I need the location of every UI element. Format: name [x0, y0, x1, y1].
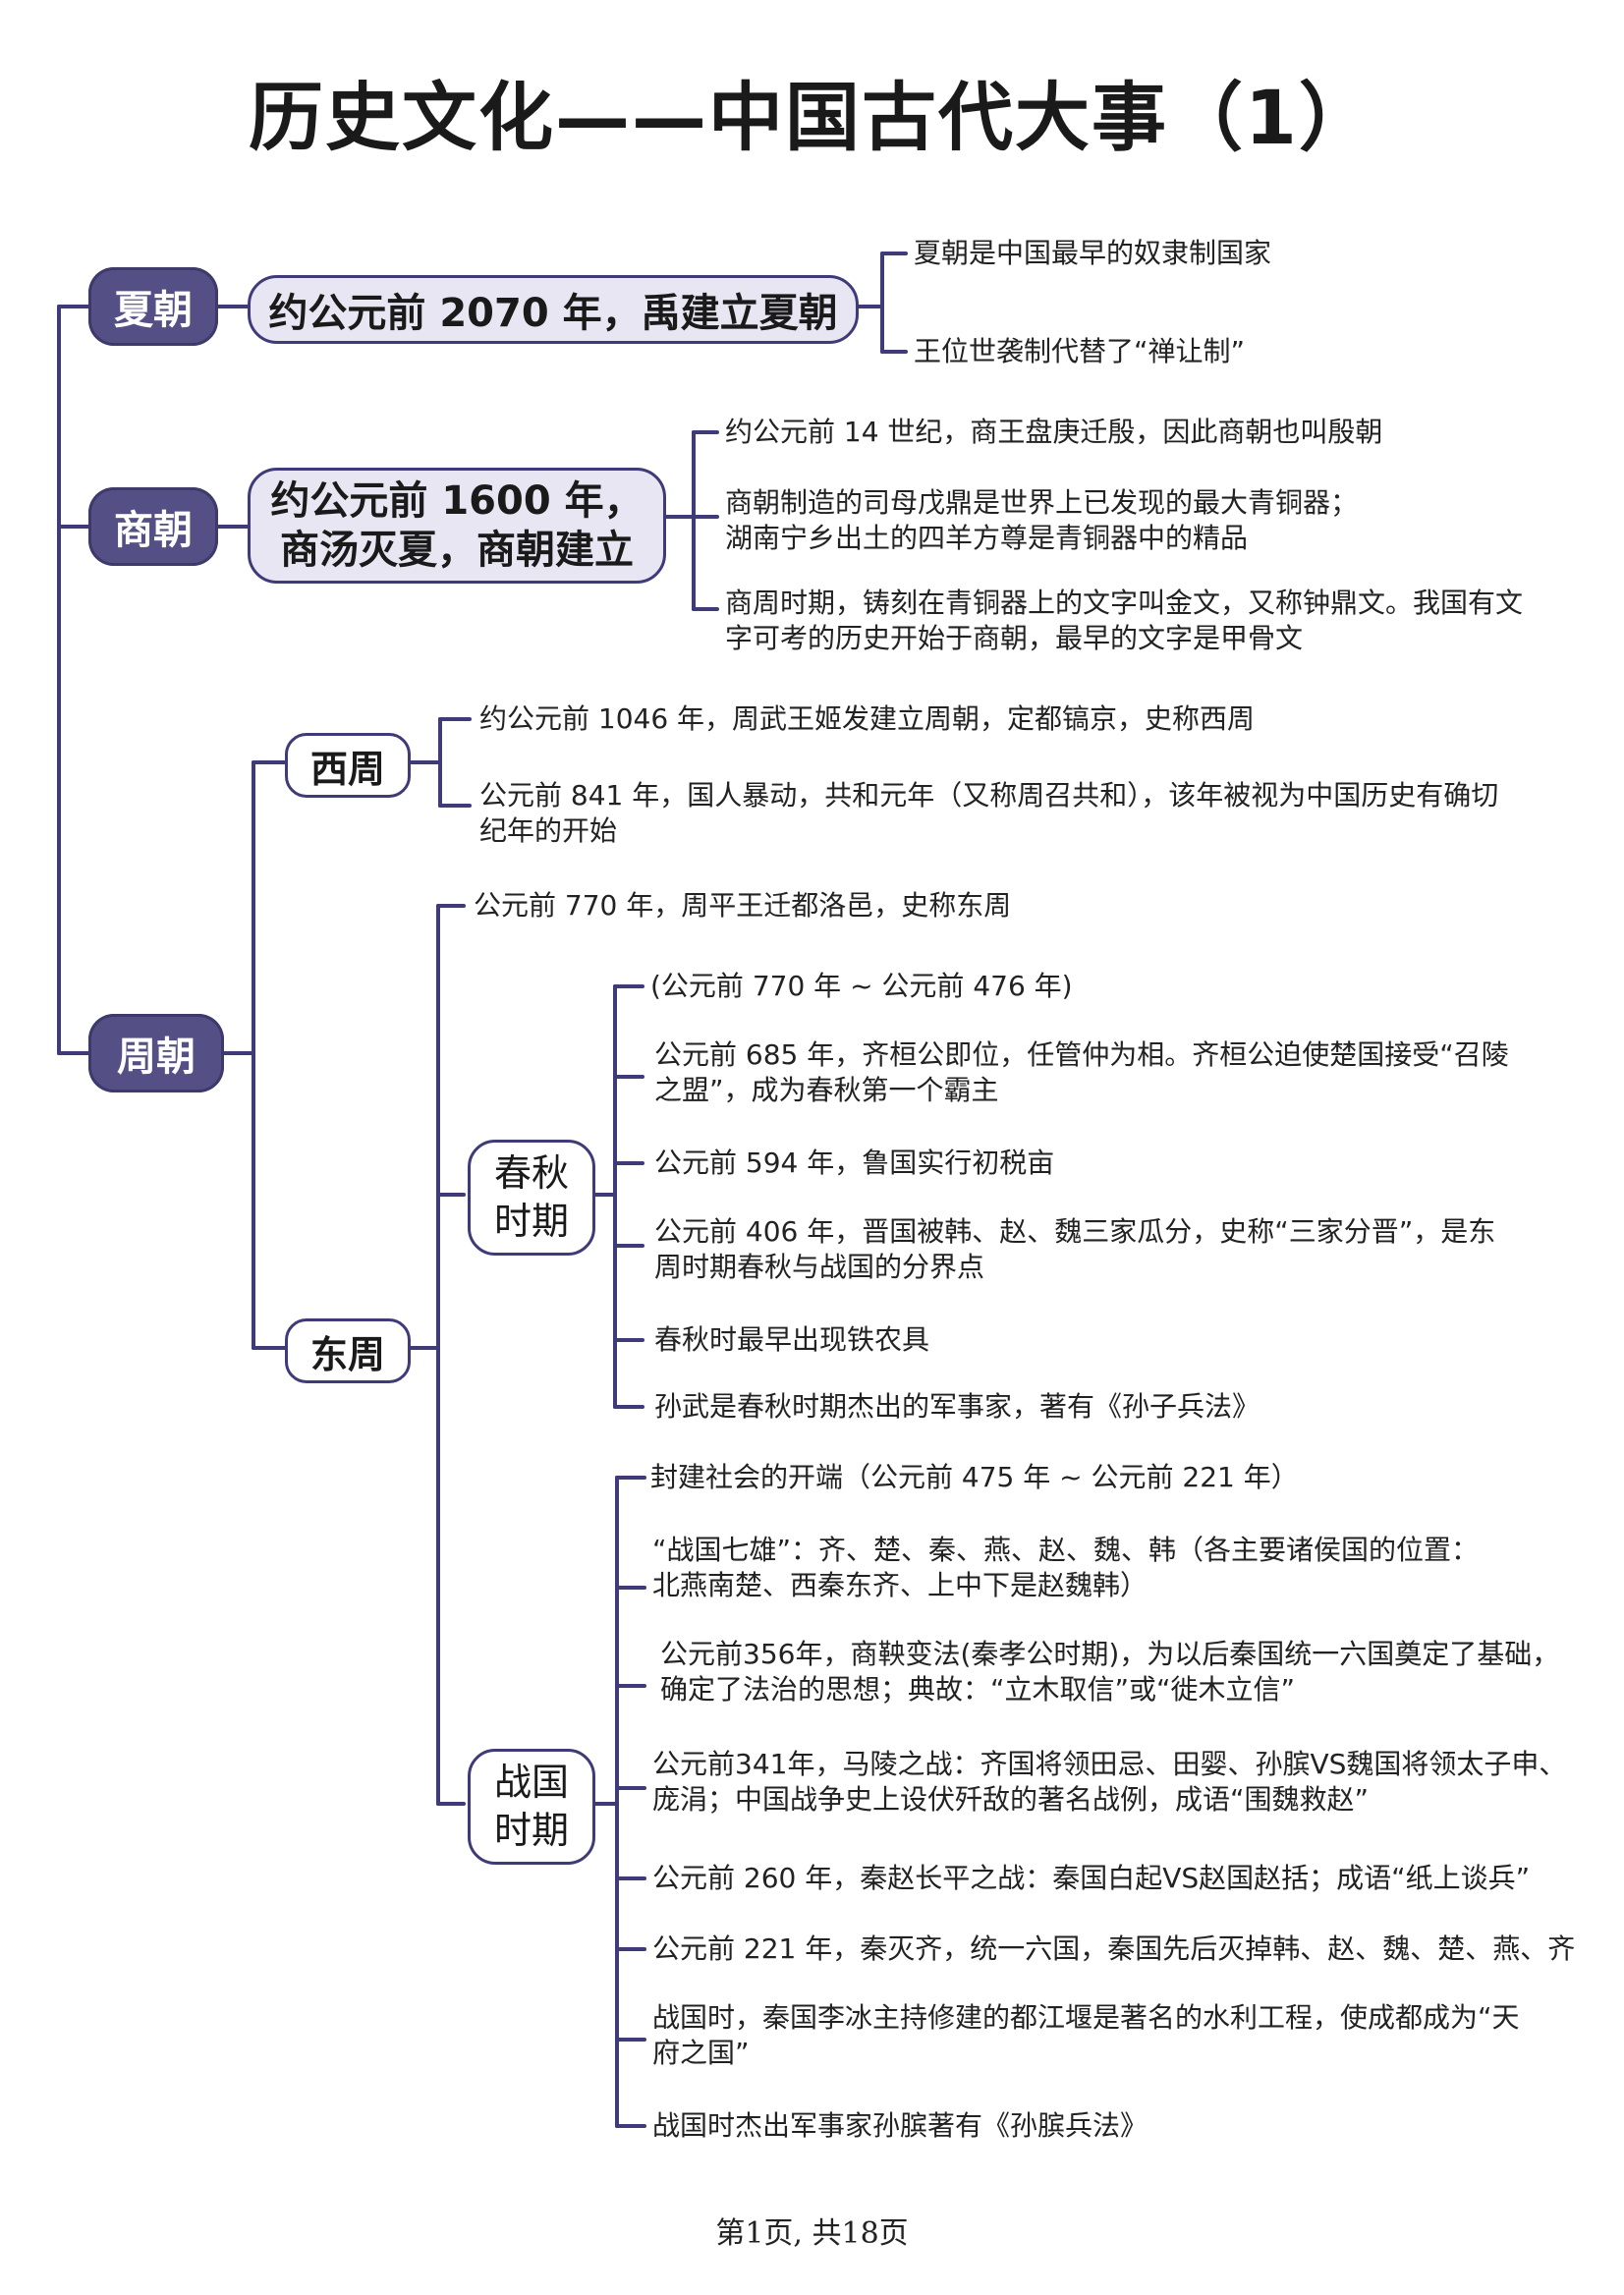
- shang-note-3a: 商周时期，铸刻在青铜器上的文字叫金文，又称钟鼎文。我国有文: [725, 587, 1524, 619]
- chunqiu-note-2a: 公元前 685 年，齐桓公即位，任管仲为相。齐桓公迫使楚国接受“召陵: [654, 1038, 1509, 1071]
- zhanguo-note-2a: “战国七雄”：齐、楚、秦、燕、赵、魏、韩（各主要诸侯国的位置：: [652, 1534, 1480, 1566]
- zhanguo-note-7a: 战国时，秦国李冰主持修建的都江堰是著名的水利工程，使成都成为“天: [652, 2001, 1520, 2034]
- xia-event: 约公元前 2070 年，禹建立夏朝: [248, 275, 859, 344]
- node-zhou: 周朝: [88, 1014, 224, 1092]
- xizhou-note-1: 约公元前 1046 年，周武王姬发建立周朝，定都镐京，史称西周: [479, 702, 1256, 735]
- xizhou-note-2a: 公元前 841 年，国人暴动，共和元年（又称周召共和），该年被视为中国历史有确切: [479, 779, 1499, 812]
- page-title: 历史文化——中国古代大事（1）: [249, 74, 1375, 161]
- xia-note-2: 王位世袭制代替了“禅让制”: [914, 335, 1246, 367]
- zhanguo-note-4b: 庞涓；中国战争史上设伏歼敌的著名战例，成语“围魏救赵”: [652, 1783, 1370, 1816]
- chunqiu-note-4a: 公元前 406 年，晋国被韩、赵、魏三家瓜分，史称“三家分晋”，是东: [654, 1215, 1496, 1248]
- zhanguo-note-1: 封建社会的开端（公元前 475 年 ~ 公元前 221 年）: [650, 1461, 1299, 1493]
- zhanguo-note-3a: 公元前356年，商鞅变法(秦孝公时期)，为以后秦国统一六国奠定了基础，: [660, 1638, 1560, 1670]
- node-xizhou: 西周: [285, 733, 411, 798]
- zhanguo-note-2b: 北燕南楚、西秦东齐、上中下是赵魏韩）: [652, 1569, 1148, 1601]
- zhanguo-note-7b: 府之国”: [652, 2037, 750, 2069]
- xizhou-note-2b: 纪年的开始: [479, 814, 618, 847]
- chunqiu-note-5: 春秋时最早出现铁农具: [654, 1323, 930, 1356]
- chunqiu-label-2: 时期: [493, 1200, 569, 1243]
- shang-event-line1: 约公元前 1600 年，: [270, 478, 644, 524]
- chunqiu-label-1: 春秋: [493, 1150, 569, 1195]
- chunqiu-note-3: 公元前 594 年，鲁国实行初税亩: [654, 1147, 1055, 1179]
- chunqiu-note-2b: 之盟”，成为春秋第一个霸主: [654, 1074, 999, 1106]
- chunqiu-note-1: (公元前 770 年 ~ 公元前 476 年): [650, 970, 1073, 1002]
- node-shang: 商朝: [88, 487, 218, 566]
- zhanguo-label-2: 时期: [493, 1809, 569, 1852]
- shang-note-2b: 湖南宁乡出土的四羊方尊是青铜器中的精品: [725, 522, 1249, 554]
- shang-event-line2: 商汤灭夏，商朝建立: [280, 528, 634, 573]
- zhanguo-note-6: 公元前 221 年，秦灭齐，统一六国，秦国先后灭掉韩、赵、魏、楚、燕、齐: [652, 1932, 1576, 1965]
- node-shang-label: 商朝: [114, 508, 193, 553]
- chunqiu-note-4b: 周时期春秋与战国的分界点: [654, 1251, 985, 1283]
- node-xia: 夏朝: [88, 267, 218, 346]
- xia-note-1: 夏朝是中国最早的奴隶制国家: [914, 237, 1272, 269]
- zhanguo-note-5: 公元前 260 年，秦赵长平之战：秦国白起VS赵国赵括；成语“纸上谈兵”: [652, 1862, 1531, 1894]
- node-zhanguo: 战国 时期: [468, 1749, 595, 1865]
- zhanguo-note-8: 战国时杰出军事家孙膑著有《孙膑兵法》: [652, 2109, 1148, 2142]
- zhanguo-note-3b: 确定了法治的思想；典故：“立木取信”或“徙木立信”: [660, 1673, 1296, 1706]
- dongzhou-intro: 公元前 770 年，周平王迁都洛邑，史称东周: [474, 889, 1012, 922]
- zhanguo-note-4a: 公元前341年，马陵之战：齐国将领田忌、田婴、孙膑VS魏国将领太子申、: [652, 1748, 1567, 1780]
- shang-note-3b: 字可考的历史开始于商朝，最早的文字是甲骨文: [725, 622, 1304, 654]
- page-footer: 第1页, 共18页: [715, 2216, 909, 2251]
- node-chunqiu: 春秋 时期: [468, 1140, 595, 1256]
- shang-note-2a: 商朝制造的司母戊鼎是世界上已发现的最大青铜器；: [725, 486, 1359, 519]
- zhanguo-label-1: 战国: [493, 1760, 569, 1804]
- chunqiu-note-6: 孙武是春秋时期杰出的军事家，著有《孙子兵法》: [654, 1390, 1260, 1423]
- node-dongzhou: 东周: [285, 1318, 411, 1383]
- shang-event: 约公元前 1600 年， 商汤灭夏，商朝建立: [248, 468, 666, 584]
- shang-note-1: 约公元前 14 世纪，商王盘庚迁殷，因此商朝也叫殷朝: [725, 416, 1383, 448]
